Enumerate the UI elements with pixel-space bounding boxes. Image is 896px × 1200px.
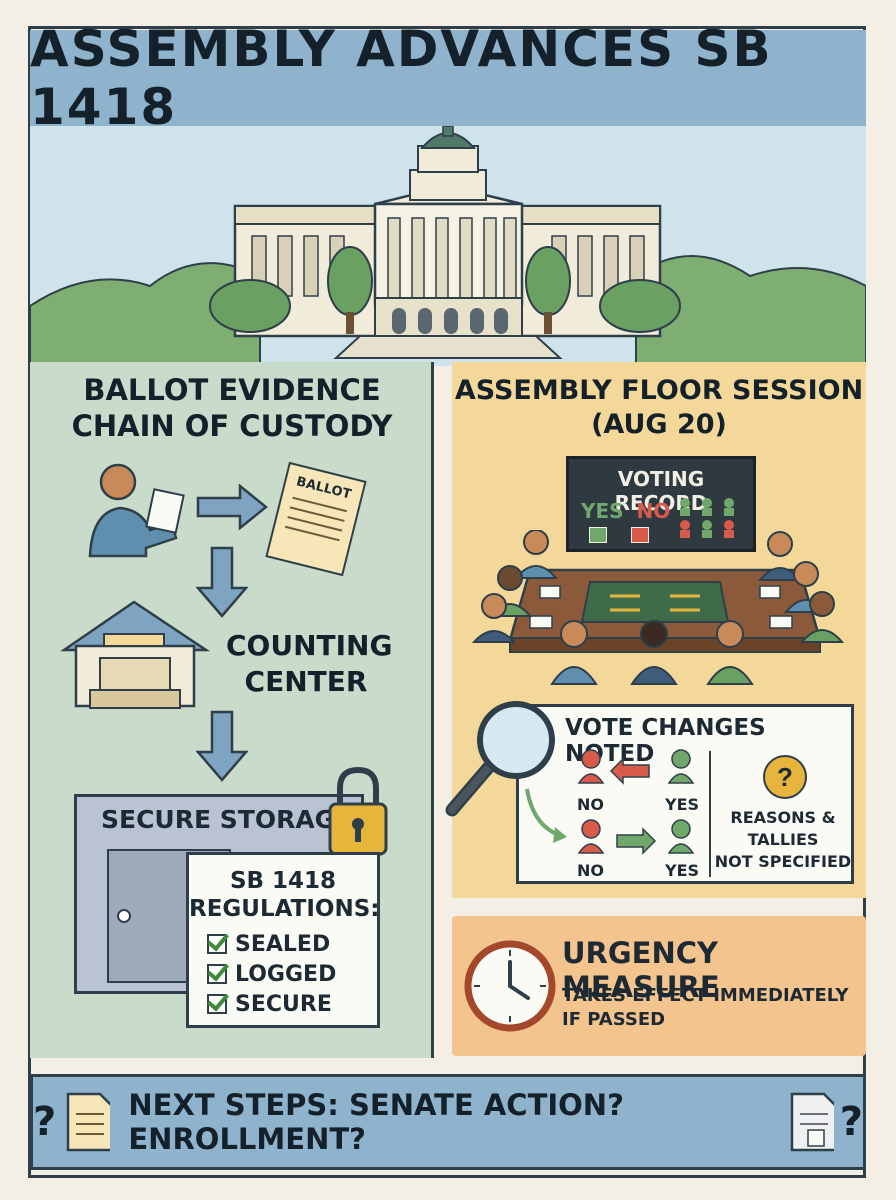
legislator-tally-icons (680, 498, 734, 538)
custody-heading-line1: BALLOT EVIDENCE (83, 373, 381, 407)
assembly-floor-illustration (471, 530, 845, 685)
vote-change-diagram (525, 749, 695, 855)
floor-session-heading-line1: ASSEMBLY FLOOR SESSION (454, 375, 864, 406)
floor-session-heading: ASSEMBLY FLOOR SESSION (AUG 20) (452, 374, 866, 442)
padlock-icon (328, 766, 388, 856)
regs-line1: SB 1418 (229, 868, 337, 894)
next-steps-bar: ? NEXT STEPS: SENATE ACTION? ENROLLMENT?… (30, 1074, 866, 1170)
arrow-down-icon (196, 546, 248, 618)
reasons-line3: NOT SPECIFIED (714, 852, 852, 871)
check-sealed: SEALED (207, 929, 377, 959)
vote-changes-title: VOTE CHANGES NOTED (565, 715, 766, 767)
urgency-measure-card: URGENCY MEASURE TAKES EFFECT IMMEDIATELY… (452, 916, 866, 1056)
counting-center-line2: CENTER (244, 665, 368, 698)
question-mark-right: ? (839, 1099, 863, 1145)
no-label-2: NO (577, 861, 604, 880)
magnifying-glass-icon (445, 701, 555, 817)
sb1418-regulations-card: SB 1418 REGULATIONS: SEALED LOGGED SECUR… (186, 852, 380, 1028)
next-steps-text: NEXT STEPS: SENATE ACTION? ENROLLMENT? (128, 1088, 624, 1156)
yes-label-1: YES (665, 795, 700, 814)
arrow-right-icon (196, 484, 268, 530)
urgency-title: URGENCY MEASURE (562, 936, 720, 1004)
arrow-down-icon-2 (196, 710, 248, 782)
checkbox-checked-icon (207, 964, 227, 984)
checkbox-checked-icon (207, 934, 227, 954)
official-with-paper-icon (88, 463, 185, 558)
no-label-1: NO (577, 795, 604, 814)
reasons-line2: TALLIES (747, 830, 819, 849)
custody-heading: BALLOT EVIDENCE CHAIN OF CUSTODY (30, 372, 434, 444)
document-icon-left (66, 1092, 111, 1152)
board-no-label: NO (636, 499, 671, 523)
regs-line2: REGULATIONS: (189, 896, 380, 922)
check-sealed-label: SEALED (235, 931, 331, 957)
urgency-line2: IF PASSED (562, 1009, 666, 1030)
check-secure: SECURE (207, 989, 377, 1019)
check-logged-label: LOGGED (235, 961, 337, 987)
urgency-line1: TAKES EFFECT IMMEDIATELY (562, 985, 849, 1006)
urgency-description: TAKES EFFECT IMMEDIATELY IF PASSED (562, 984, 849, 1032)
page-title: ASSEMBLY ADVANCES SB 1418 (30, 20, 773, 136)
check-logged: LOGGED (207, 959, 377, 989)
custody-heading-line2: CHAIN OF CUSTODY (71, 409, 393, 443)
voting-record-title: VOTING RECORD (614, 467, 708, 515)
counting-center-label: COUNTING CENTER (226, 628, 393, 700)
reasons-line1: REASONS & (730, 808, 836, 827)
clock-icon (464, 940, 556, 1032)
document-icon-right (790, 1092, 834, 1152)
title-bar: ASSEMBLY ADVANCES SB 1418 (30, 20, 866, 136)
check-secure-label: SECURE (235, 991, 332, 1017)
board-yes-label: YES (581, 499, 624, 523)
vault-handle-icon (117, 909, 131, 923)
yes-label-2: YES (665, 861, 700, 880)
secure-storage-label: SECURE STORAGE (101, 805, 353, 834)
checkbox-checked-icon (207, 994, 227, 1014)
reasons-note: REASONS & TALLIES NOT SPECIFIED (713, 807, 853, 873)
question-mark-icon: ? (763, 755, 807, 799)
counting-center-line1: COUNTING (226, 629, 393, 662)
floor-session-heading-line2: (AUG 20) (591, 409, 727, 440)
question-mark-left: ? (33, 1099, 57, 1145)
capitol-building-illustration (30, 126, 866, 366)
counting-center-building-icon (60, 600, 210, 709)
vote-changes-card: VOTE CHANGES NOTED NO YES NO YES ? REASO… (516, 704, 854, 884)
voting-record-board: VOTING RECORD YES NO (566, 456, 756, 552)
